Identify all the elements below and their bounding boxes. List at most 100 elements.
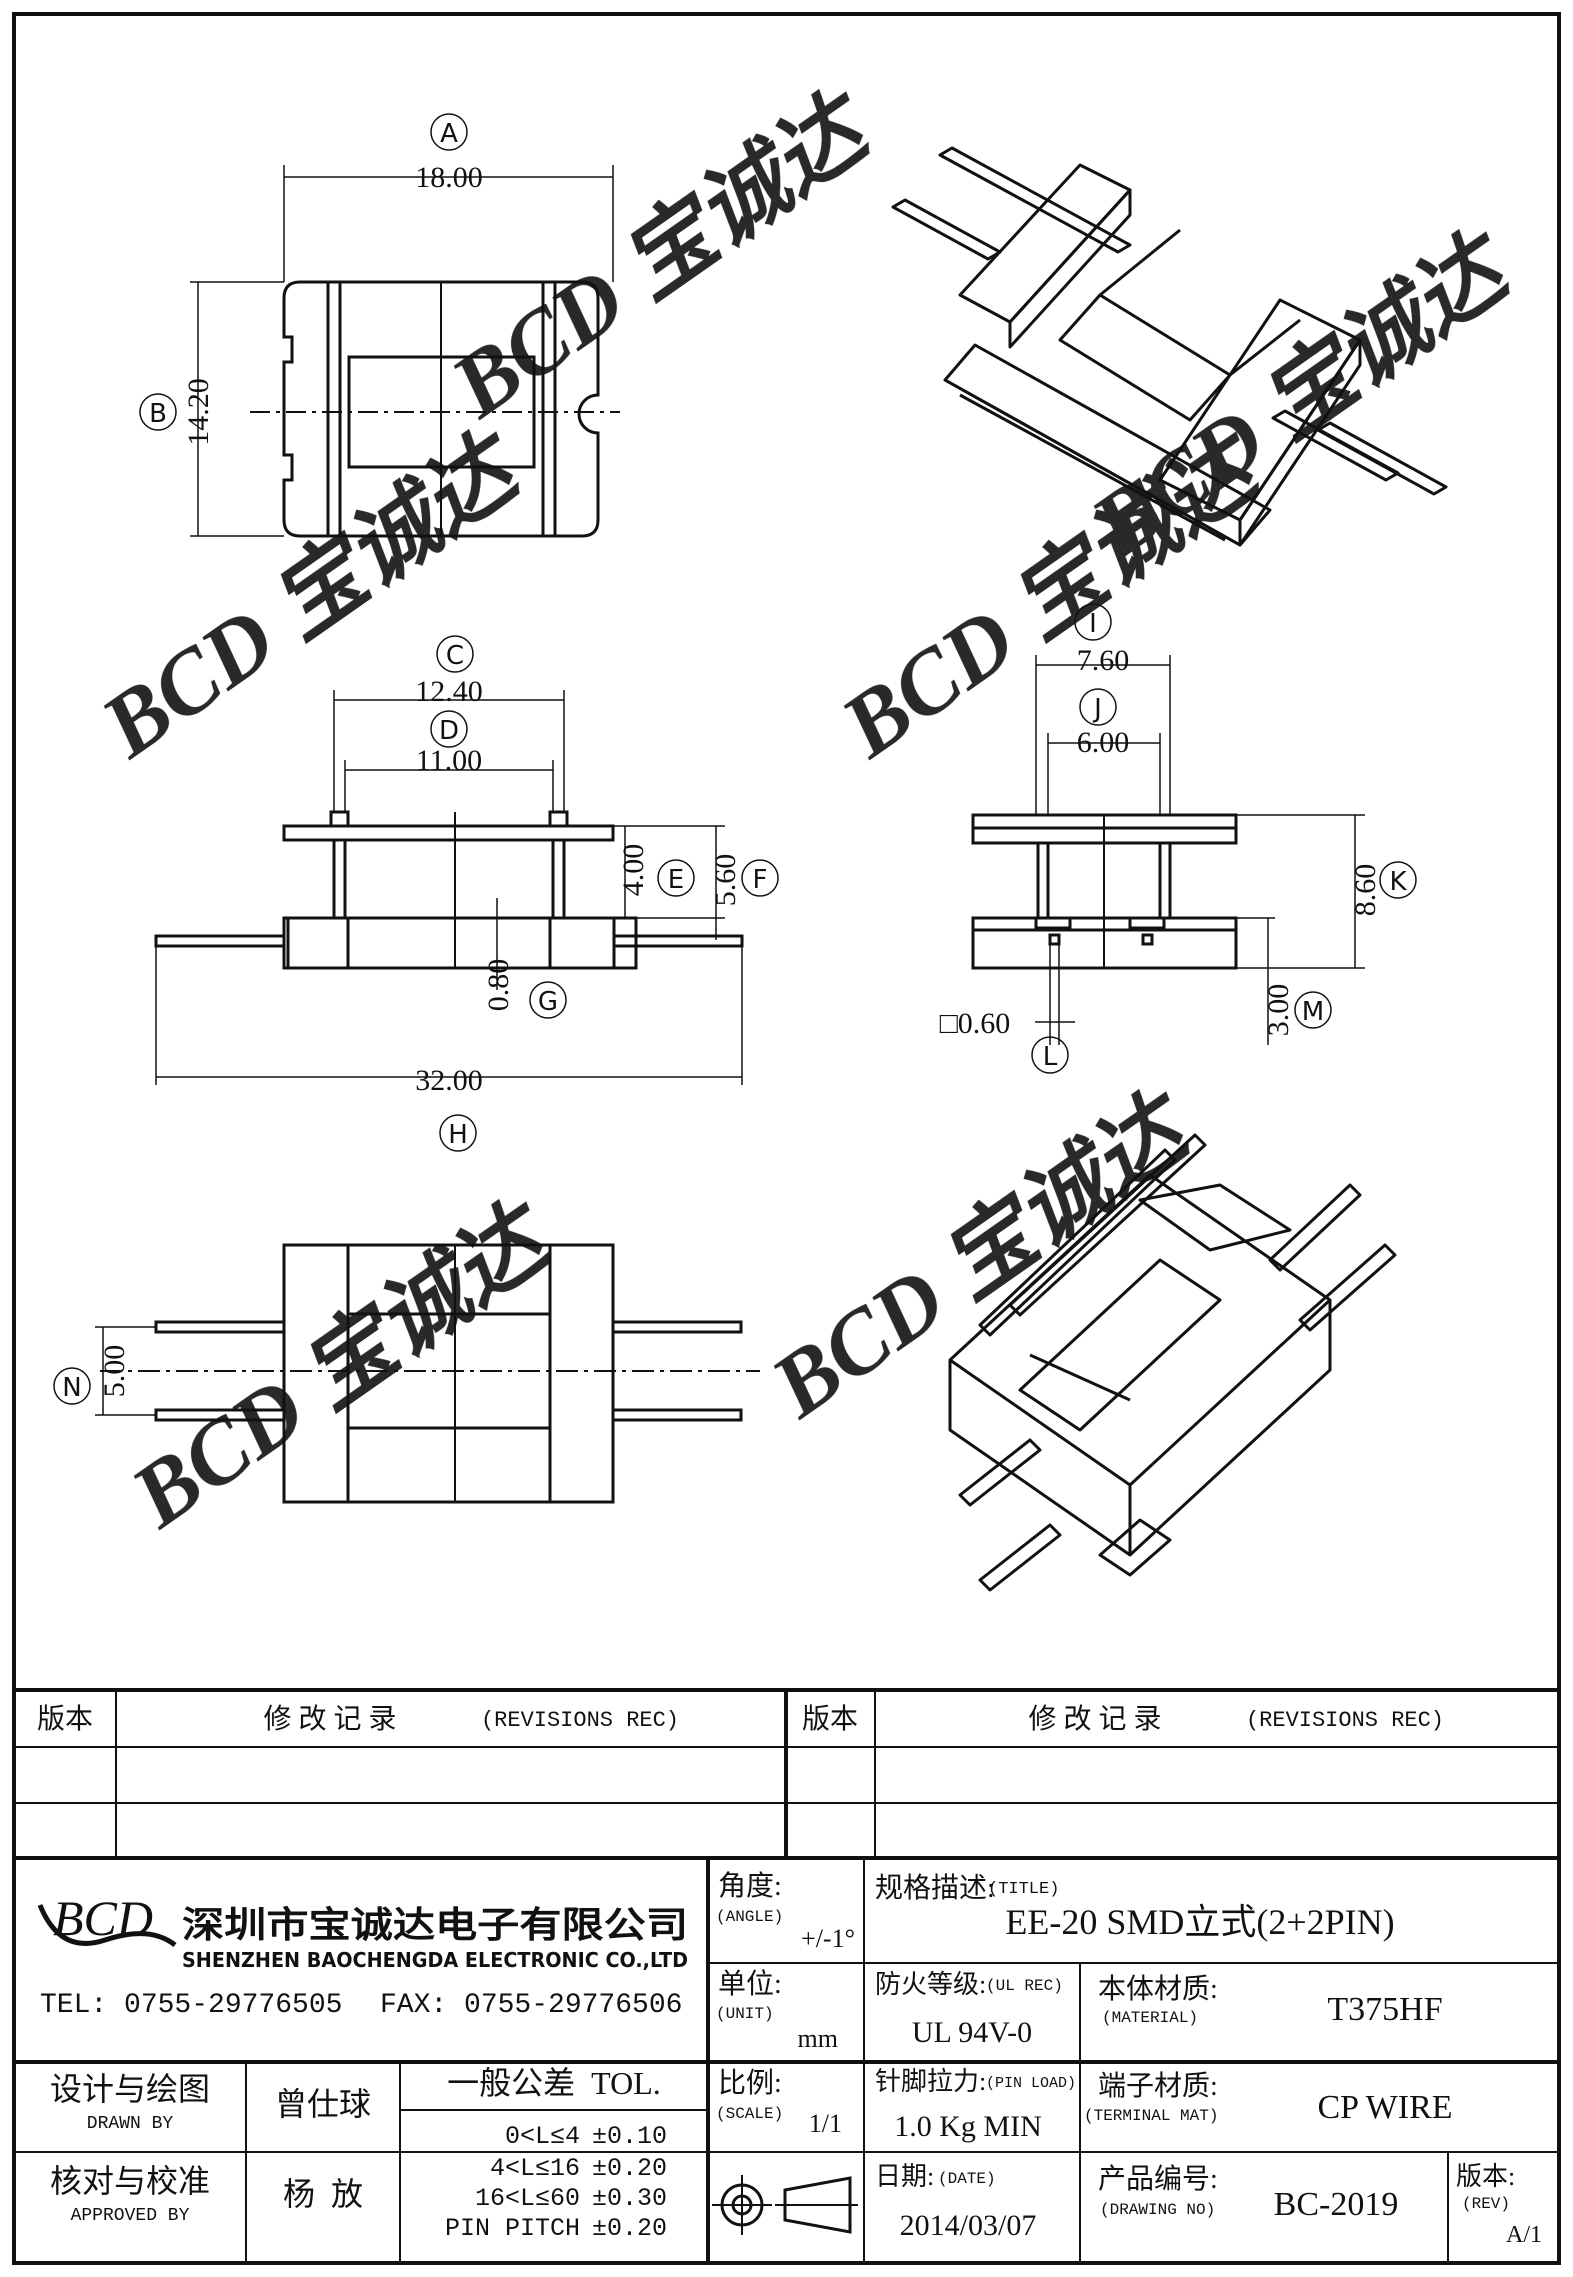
drawing-no-label-en: (DRAWING NO) bbox=[1100, 2201, 1215, 2219]
dim-J-value: 6.00 bbox=[1077, 726, 1130, 759]
sheet-border bbox=[12, 12, 1561, 2265]
unit-label-en: (UNIT) bbox=[716, 2005, 774, 2023]
dim-C bbox=[333, 635, 565, 812]
material-label-en: (MATERIAL) bbox=[1102, 2009, 1198, 2027]
pin-load-label-en: (PIN LOAD) bbox=[986, 2075, 1076, 2092]
dim-E-F bbox=[613, 825, 779, 940]
angle-value: +/-1° bbox=[801, 1924, 855, 1953]
company-name-en: SHENZHEN BAOCHENGDA ELECTRONIC CO.,LTD bbox=[182, 1948, 688, 1972]
drawing-no-value: BC-2019 bbox=[1274, 2186, 1399, 2223]
approver-name: 杨 放 bbox=[283, 2176, 363, 2212]
dim-N-value: 5.00 bbox=[98, 1345, 131, 1398]
dim-N bbox=[53, 1326, 156, 1416]
dim-H-letter: H bbox=[448, 1120, 468, 1150]
ul-value: UL 94V-0 bbox=[912, 2016, 1032, 2049]
dim-M-letter: M bbox=[1302, 997, 1324, 1027]
dim-E-value: 4.00 bbox=[617, 844, 650, 897]
tol-value-3: ±0.20 bbox=[592, 2214, 667, 2243]
side-view bbox=[971, 813, 1238, 970]
tolerance-table: 0<L≤4 ±0.10 4<L≤16 ±0.20 16<L≤60 ±0.30 P… bbox=[445, 2122, 667, 2243]
company-logo-text: BCD bbox=[53, 1890, 153, 1946]
dim-A-value: 18.00 bbox=[415, 161, 483, 194]
dim-L-value: □0.60 bbox=[940, 1007, 1011, 1040]
company-tel: TEL: 0755-29776505 bbox=[40, 1990, 342, 2021]
title-label: 规格描述: bbox=[875, 1872, 995, 1904]
scale-label: 比例: bbox=[718, 2067, 782, 2099]
terminal-label: 端子材质: bbox=[1098, 2070, 1218, 2102]
ul-label-en: (UL REC) bbox=[986, 1977, 1063, 1995]
dim-E-letter: E bbox=[668, 865, 684, 895]
rev-label-en: (REV) bbox=[1462, 2195, 1510, 2213]
angle-label-en: (ANGLE) bbox=[716, 1908, 783, 1926]
dim-G-value: 0.80 bbox=[482, 959, 515, 1012]
dim-J bbox=[1047, 688, 1161, 815]
date-label: 日期: bbox=[875, 2162, 934, 2191]
pin-load-value: 1.0 Kg MIN bbox=[894, 2110, 1042, 2143]
dim-D-letter: D bbox=[439, 716, 459, 746]
tolerance-title: 一般公差 TOL. bbox=[447, 2065, 661, 2101]
title-value: EE-20 SMD立式(2+2PIN) bbox=[1005, 1902, 1394, 1942]
angle-label: 角度: bbox=[718, 1870, 782, 1902]
material-value: T375HF bbox=[1327, 1991, 1442, 2028]
dim-I bbox=[1035, 603, 1171, 815]
company-name-cn: 深圳市宝诚达电子有限公司 bbox=[182, 1905, 688, 1946]
dim-L-letter: L bbox=[1043, 1042, 1058, 1072]
approver-label-en: APPROVED BY bbox=[71, 2206, 190, 2226]
approver-label: 核对与校准 bbox=[50, 2163, 210, 2199]
dim-C-value: 12.40 bbox=[415, 675, 483, 708]
dim-F-letter: F bbox=[753, 865, 768, 895]
rev-ver-header-right: 版本 bbox=[802, 1703, 858, 1735]
scale-label-en: (SCALE) bbox=[716, 2105, 783, 2123]
dim-L bbox=[1031, 944, 1075, 1074]
designer-label: 设计与绘图 bbox=[50, 2071, 210, 2107]
dim-B-letter: B bbox=[149, 399, 167, 429]
rev-ver-header-left: 版本 bbox=[37, 1703, 93, 1735]
dim-A bbox=[283, 113, 614, 282]
rev-rec-en-header-left: (REVISIONS REC) bbox=[481, 1708, 679, 1733]
material-label: 本体材质: bbox=[1098, 1973, 1218, 2005]
dim-B bbox=[139, 281, 284, 537]
unit-value: mm bbox=[798, 2024, 838, 2053]
designer-label-en: DRAWN BY bbox=[87, 2114, 174, 2134]
dim-M-value: 3.00 bbox=[1262, 984, 1295, 1037]
tol-range-2: 16<L≤60 bbox=[475, 2184, 580, 2213]
tol-value-1: ±0.20 bbox=[592, 2154, 667, 2183]
drawing-no-label: 产品编号: bbox=[1098, 2163, 1218, 2195]
dim-I-letter: I bbox=[1089, 609, 1097, 639]
tol-value-2: ±0.30 bbox=[592, 2184, 667, 2213]
pin-load-label: 针脚拉力: bbox=[875, 2067, 986, 2096]
bottom-view bbox=[100, 1243, 760, 1504]
date-label-en: (DATE) bbox=[938, 2170, 996, 2188]
scale-value: 1/1 bbox=[809, 2109, 842, 2138]
rev-label: 版本: bbox=[1456, 2162, 1515, 2191]
dim-D bbox=[344, 710, 554, 812]
projection-symbol-icon bbox=[712, 2175, 858, 2235]
dim-I-value: 7.60 bbox=[1077, 644, 1130, 677]
iso-view-2 bbox=[948, 1133, 1397, 1592]
terminal-value: CP WIRE bbox=[1317, 2089, 1452, 2126]
dim-K-M bbox=[1236, 814, 1417, 1045]
dim-J-letter: J bbox=[1092, 694, 1102, 724]
dim-G bbox=[496, 898, 567, 1019]
tol-range-1: 4<L≤16 bbox=[490, 2154, 580, 2183]
dim-F-value: 5.60 bbox=[709, 854, 742, 907]
tol-value-0: ±0.10 bbox=[592, 2122, 667, 2151]
top-view bbox=[250, 280, 620, 538]
dim-K-value: 8.60 bbox=[1349, 864, 1382, 917]
rev-rec-header-right: 修 改 记 录 bbox=[1028, 1703, 1161, 1735]
rev-value: A/1 bbox=[1506, 2222, 1542, 2248]
company-logo: BCD bbox=[37, 1890, 177, 1948]
rev-rec-en-header-right: (REVISIONS REC) bbox=[1246, 1708, 1444, 1733]
tol-range-0: 0<L≤4 bbox=[505, 2122, 580, 2151]
unit-label: 单位: bbox=[718, 1968, 782, 2000]
dim-N-letter: N bbox=[62, 1373, 81, 1403]
company-fax: FAX: 0755-29776506 bbox=[380, 1990, 682, 2021]
date-value: 2014/03/07 bbox=[900, 2209, 1037, 2242]
iso-view-1 bbox=[891, 146, 1448, 547]
title-block-grid bbox=[14, 1688, 1559, 2263]
dim-D-value: 11.00 bbox=[416, 744, 482, 777]
terminal-label-en: (TERMINAL MAT) bbox=[1084, 2107, 1218, 2125]
dim-B-value: 14.20 bbox=[182, 378, 215, 446]
designer-name: 曾仕球 bbox=[275, 2086, 371, 2122]
